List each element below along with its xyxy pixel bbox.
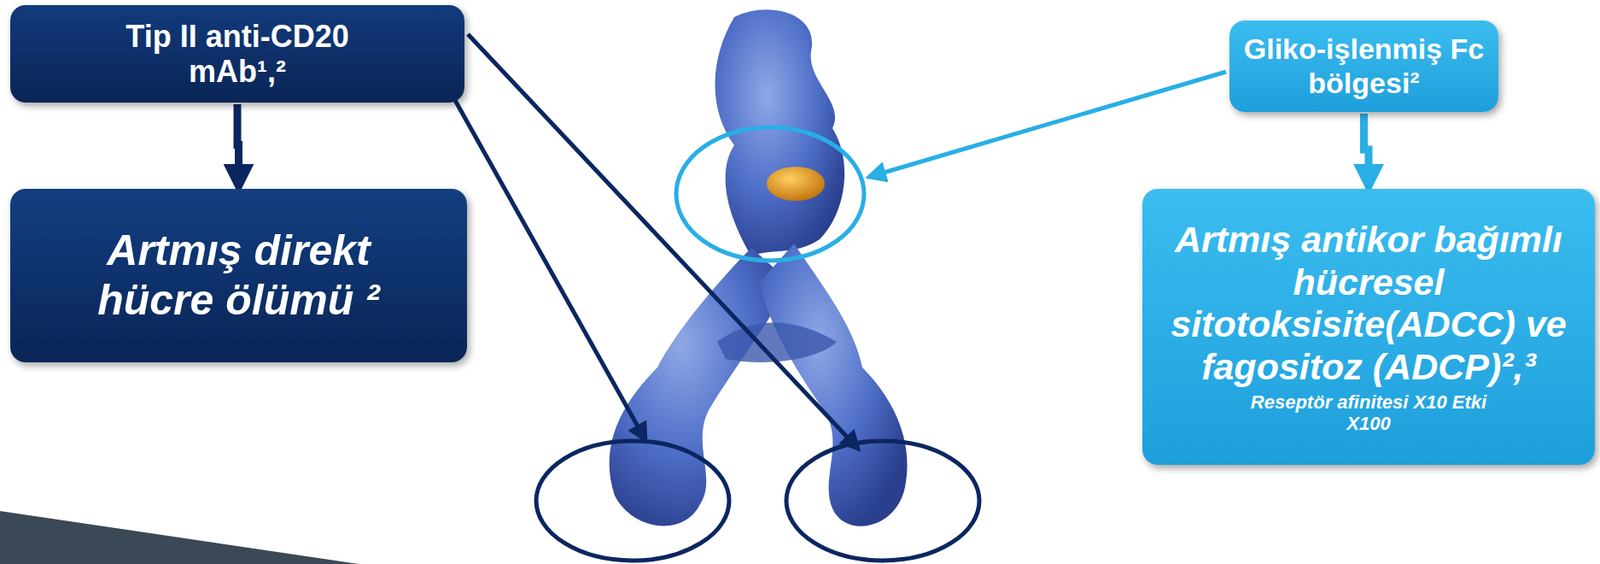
mechanism-box: Tip II anti-CD20 mAb¹,²	[10, 5, 465, 103]
box-text: Tip II anti-CD20 mAb¹,²	[92, 18, 383, 90]
leader-arrow	[869, 71, 1227, 177]
effect-box: Artmış antikor bağımlı hücresel sitotoks…	[1142, 188, 1595, 465]
box-text: Gliko-işlenmiş Fc bölgesi²	[1241, 32, 1487, 100]
arrow-connector	[1364, 113, 1370, 186]
leader-arrow	[452, 95, 646, 440]
corner-band	[0, 510, 359, 564]
fab-circle	[536, 440, 730, 561]
box-text: Artmış antikor bağımlı hücresel sitotoks…	[1155, 218, 1583, 388]
fc-highlight-circle	[676, 127, 865, 261]
box-note: Reseptör afinitesi X10 Etki X100	[1240, 391, 1497, 435]
feature-box: Gliko-işlenmiş Fc bölgesi²	[1229, 20, 1499, 112]
fab-circle	[786, 440, 980, 561]
effect-box: Artmış direkt hücre ölümü ²	[10, 188, 468, 363]
antibody	[529, 9, 991, 564]
arrow-connector	[237, 104, 240, 186]
box-text: Artmış direkt hücre ölümü ²	[55, 226, 423, 325]
leader-arrow	[467, 34, 859, 449]
